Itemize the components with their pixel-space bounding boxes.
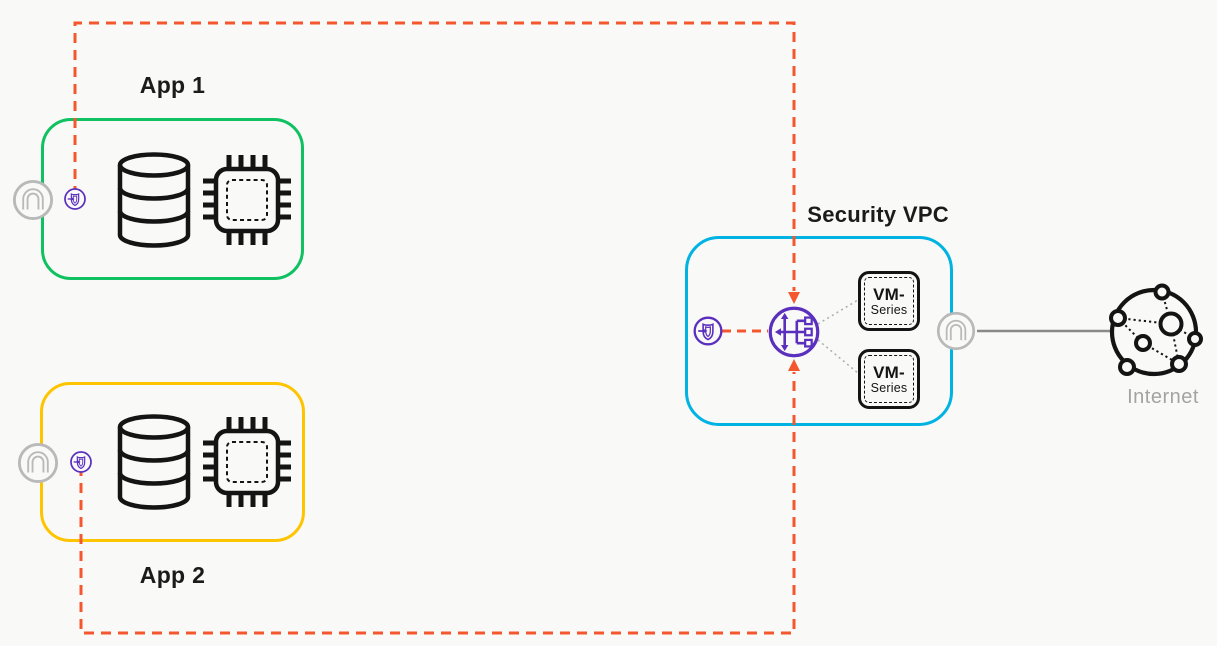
app2-title: App 2 bbox=[139, 562, 206, 588]
gwlb-to-vm2-dotted-link bbox=[817, 339, 859, 374]
vm-series-firewall: VM- Series bbox=[858, 349, 920, 409]
gwlb-endpoint-icon bbox=[693, 316, 723, 346]
vm-series-label: VM- bbox=[873, 284, 905, 304]
gwlb-endpoint-icon bbox=[70, 451, 92, 473]
gwlb-to-vm1-dotted-link bbox=[817, 299, 859, 325]
database-icon bbox=[117, 152, 191, 248]
arrowhead-up-icon bbox=[788, 359, 800, 371]
app2-to-gwlb-dashed-path bbox=[79, 372, 796, 635]
n-gateway-icon bbox=[12, 179, 54, 221]
n-gateway-icon bbox=[17, 442, 59, 484]
database-icon bbox=[117, 414, 191, 510]
internet-label: Internet bbox=[1127, 386, 1199, 408]
vm-series-label: VM- bbox=[873, 362, 905, 382]
app1-to-gwlb-dashed-path bbox=[73, 21, 796, 291]
gateway-load-balancer-icon bbox=[768, 306, 820, 358]
n-gateway-icon bbox=[936, 311, 976, 351]
security-vpc-title: Security VPC bbox=[807, 202, 949, 227]
arrowhead-down-icon bbox=[788, 292, 800, 304]
vm-series-inner-frame: VM- Series bbox=[864, 277, 914, 325]
app1-title: App 1 bbox=[139, 72, 206, 98]
vm-series-firewall: VM- Series bbox=[858, 271, 920, 331]
vm-series-sublabel: Series bbox=[870, 380, 908, 395]
chip-icon bbox=[203, 155, 291, 245]
vm-series-sublabel: Series bbox=[870, 302, 908, 317]
chip-icon bbox=[203, 417, 291, 507]
internet-globe-icon bbox=[1109, 283, 1203, 377]
vm-series-inner-frame: VM- Series bbox=[864, 355, 914, 403]
gwlb-endpoint-icon bbox=[64, 188, 86, 210]
